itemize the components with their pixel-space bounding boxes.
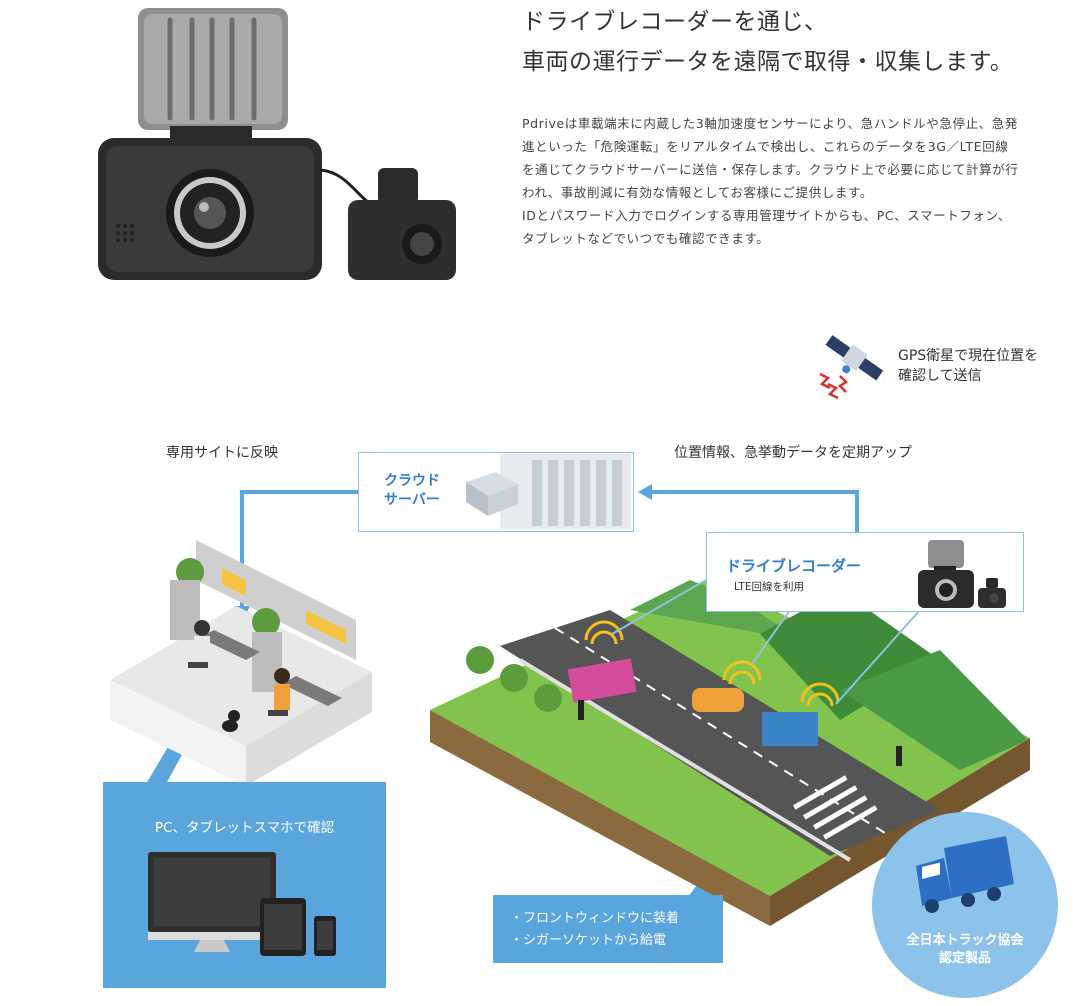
description-line-6: タブレットなどでいつでも確認できます。 (522, 231, 770, 246)
gps-label-line-2: 確認して送信 (898, 368, 982, 384)
truck-icon (916, 836, 1014, 913)
cloud-label-line-2: サーバー (384, 492, 440, 508)
description-line-4: われ、事故削減に有効な情報としてお客様にご提供します。 (522, 185, 873, 200)
upload-label: 位置情報、急挙動データを定期アップ (674, 445, 912, 461)
dashcam-callout-title: ドライブレコーダー (726, 557, 862, 575)
description: Pdriveは車載端末に内蔵した3軸加速度センサーにより、急ハンドルや急停止、急… (522, 112, 1082, 250)
server-room-image (466, 454, 631, 529)
install-note-1: ・フロントウィンドウに装着 (510, 911, 680, 926)
certification-label: 全日本トラック協会 認定製品 (872, 932, 1058, 968)
devices-icon (148, 852, 336, 956)
cert-label-line-2: 認定製品 (938, 951, 991, 966)
pc-panel-title: PC、タブレットスマホで確認 (154, 820, 335, 836)
gps-label-line-1: GPS衛星で現在位置を (898, 348, 1039, 364)
description-line-2: 進といった「危険運転」をリアルタイムで検出し、これらのデータを3G／LTE回線 (522, 139, 1009, 154)
cloud-label-line-1: クラウド (384, 473, 440, 489)
install-panel (493, 895, 723, 963)
dashcam-callout-subtitle: LTE回線を利用 (734, 581, 804, 593)
headline: ドライブレコーダーを通じ、 車両の運行データを遠隔で取得・収集します。 (522, 2, 1013, 82)
description-line-5: IDとパスワード入力でログインする専用管理サイトからも、PC、スマートフォン、 (522, 208, 1011, 223)
dashcam-product-image (98, 8, 456, 280)
cloud-server-label: クラウド サーバー (384, 472, 440, 510)
satellite-icon (819, 335, 884, 400)
headline-line-1: ドライブレコーダーを通じ、 (522, 9, 828, 35)
headline-line-2: 車両の運行データを遠隔で取得・収集します。 (522, 49, 1014, 75)
install-note-2: ・シガーソケットから給電 (510, 933, 667, 948)
install-notes: ・フロントウィンドウに装着 ・シガーソケットから給電 (510, 908, 679, 952)
office-illustration (110, 540, 372, 786)
cert-label-line-1: 全日本トラック協会 (906, 933, 1024, 948)
description-line-3: を通じてクラウドサーバーに送信・保存します。クラウド上で必要に応じて計算が行 (522, 162, 1019, 177)
dashcam-small-icon (918, 540, 1006, 608)
gps-label: GPS衛星で現在位置を 確認して送信 (898, 346, 1038, 386)
site-reflect-label: 専用サイトに反映 (166, 445, 278, 461)
description-line-1: Pdriveは車載端末に内蔵した3軸加速度センサーにより、急ハンドルや急停止、急… (522, 116, 1018, 131)
